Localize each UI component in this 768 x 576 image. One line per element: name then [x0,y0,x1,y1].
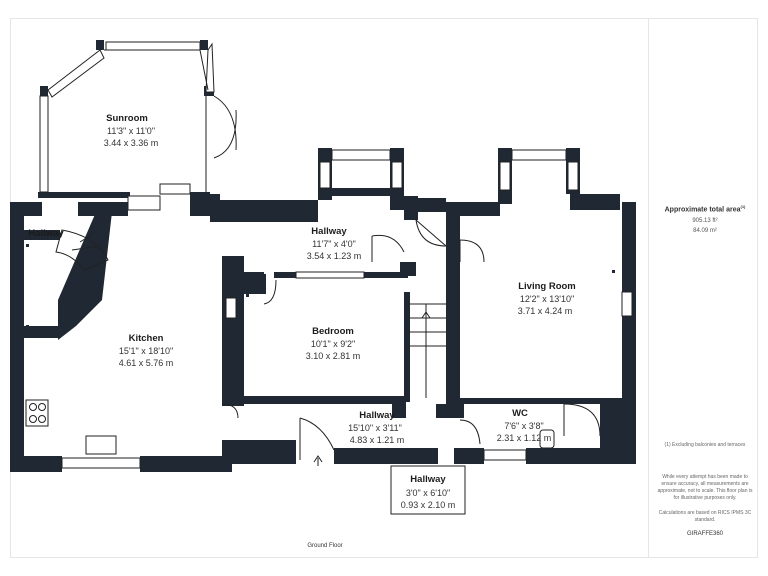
area-title: Approximate total area(1) [664,204,746,214]
svg-text:4.83 x 1.21 m: 4.83 x 1.21 m [350,435,405,445]
svg-text:Hallway: Hallway [359,410,395,421]
svg-text:12'2" x 13'10": 12'2" x 13'10" [520,294,574,304]
svg-text:15'10" x 3'11": 15'10" x 3'11" [348,423,402,433]
room-label-hallway-top: Hallway 11'7" x 4'0" 3.54 x 1.23 m [307,226,362,261]
svg-text:11'3" x 11'0": 11'3" x 11'0" [107,126,155,136]
room-label-wc: WC 7'6" x 3'8" 2.31 x 1.12 m [497,408,552,443]
room-label-kitchen: Kitchen 15'1" x 18'10" 4.61 x 5.76 m [119,333,174,368]
svg-text:Hallway: Hallway [28,228,64,239]
svg-text:Hallway: Hallway [311,226,347,237]
room-label-hallway-left: Hallway [28,228,64,239]
windows [39,41,579,469]
room-label-sunroom: Sunroom 11'3" x 11'0" 3.44 x 3.36 m [104,113,159,148]
hallway-label-box [390,465,466,515]
fixtures [25,291,633,466]
room-label-bedroom: Bedroom 10'1" x 9'2" 3.10 x 2.81 m [306,326,361,361]
svg-text:Bedroom: Bedroom [312,326,354,337]
room-label-hallway-bottom: Hallway 3'0" x 6'10" 0.93 x 2.10 m [401,474,456,510]
svg-text:WC: WC [512,408,528,419]
svg-text:3.10 x 2.81 m: 3.10 x 2.81 m [306,351,361,361]
svg-text:2.31 x 1.12 m: 2.31 x 1.12 m [497,433,552,443]
svg-text:Sunroom: Sunroom [106,113,148,124]
svg-text:15'1" x 18'10": 15'1" x 18'10" [119,346,173,356]
svg-text:3.44 x 3.36 m: 3.44 x 3.36 m [104,138,159,148]
disclaimer: While every attempt has been made to ens… [657,474,753,501]
svg-text:Hallway: Hallway [410,474,446,485]
area-sqft: 905.13 ft² [692,218,718,224]
svg-text:10'1" x 9'2": 10'1" x 9'2" [311,339,355,349]
doors [221,219,601,460]
svg-text:3.54 x 1.23 m: 3.54 x 1.23 m [307,251,362,261]
svg-text:Living Room: Living Room [518,281,576,292]
room-label-hallway-middle: Hallway 15'10" x 3'11" 4.83 x 1.21 m [348,410,404,445]
svg-text:3.71 x 4.24 m: 3.71 x 4.24 m [518,306,573,316]
svg-text:3'0" x 6'10": 3'0" x 6'10" [406,488,450,498]
calc-note: Calculations are based on RICS IPMS 3C s… [658,510,752,523]
footnote: (1) Excluding balconies and terraces [664,442,746,448]
brand-logo: GIRAFFE360 [686,531,723,537]
svg-text:0.93 x 2.10 m: 0.93 x 2.10 m [401,500,456,510]
stairs [55,229,446,398]
corner-ticks [26,213,615,403]
area-sqm: 84.09 m² [693,228,717,234]
svg-text:Kitchen: Kitchen [129,333,164,344]
svg-text:7'6" x 3'8": 7'6" x 3'8" [504,421,543,431]
svg-text:4.61 x 5.76 m: 4.61 x 5.76 m [119,358,174,368]
floor-label: Ground Floor [307,543,343,549]
room-label-living-room: Living Room 12'2" x 13'10" 3.71 x 4.24 m [518,281,576,316]
sunroom-outline [47,49,237,195]
svg-text:11'7" x 4'0": 11'7" x 4'0" [312,239,356,249]
sidebar-divider [648,18,649,558]
